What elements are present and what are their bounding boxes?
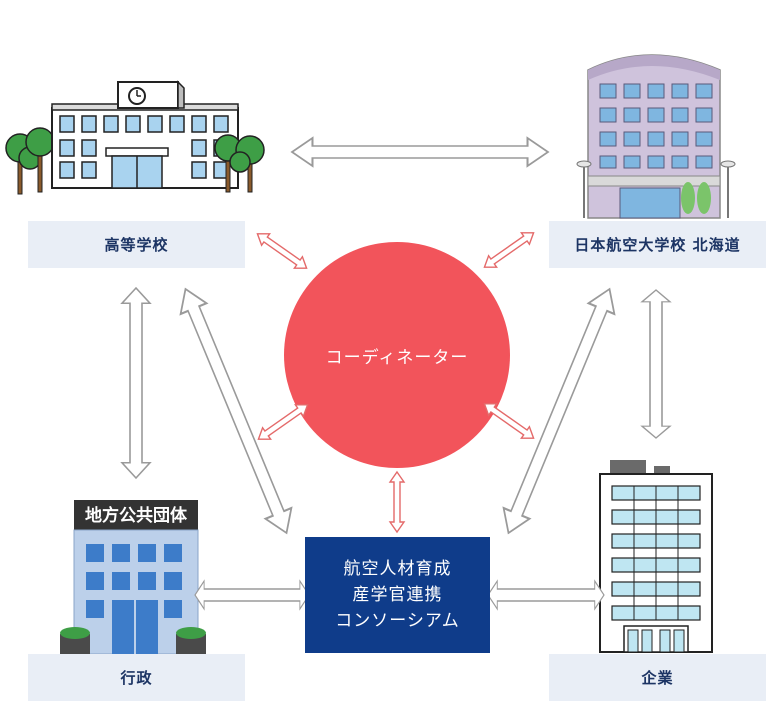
red-arrow-consortium: [389, 471, 405, 533]
company-building-icon: [599, 460, 713, 653]
arrow-hs-gov: [121, 287, 151, 479]
government-label: 行政: [28, 654, 245, 701]
coordinator-circle: [284, 242, 510, 468]
arrow-gov-consortium: [194, 580, 310, 610]
coordinator-label: コーディネーター: [325, 347, 469, 368]
government-sign-text: 地方公共団体: [85, 505, 188, 526]
arrow-univ-corp: [641, 289, 671, 439]
consortium-line-1: 航空人材育成: [343, 559, 452, 579]
university-label: 日本航空大学校 北海道: [549, 221, 766, 268]
university-building-icon: [576, 54, 736, 219]
arrow-hs-univ: [290, 136, 550, 168]
consortium-line-2: 産学官連携: [352, 585, 443, 605]
government-building-icon: [60, 500, 206, 655]
high-school-building-icon: [5, 80, 265, 195]
arrow-consortium-corp: [487, 580, 605, 610]
company-label: 企業: [549, 654, 766, 701]
consortium-line-3: コンソーシアム: [335, 611, 460, 631]
high-school-label: 高等学校: [28, 221, 245, 268]
consortium-box: 航空人材育成 産学官連携 コンソーシアム: [305, 537, 490, 653]
